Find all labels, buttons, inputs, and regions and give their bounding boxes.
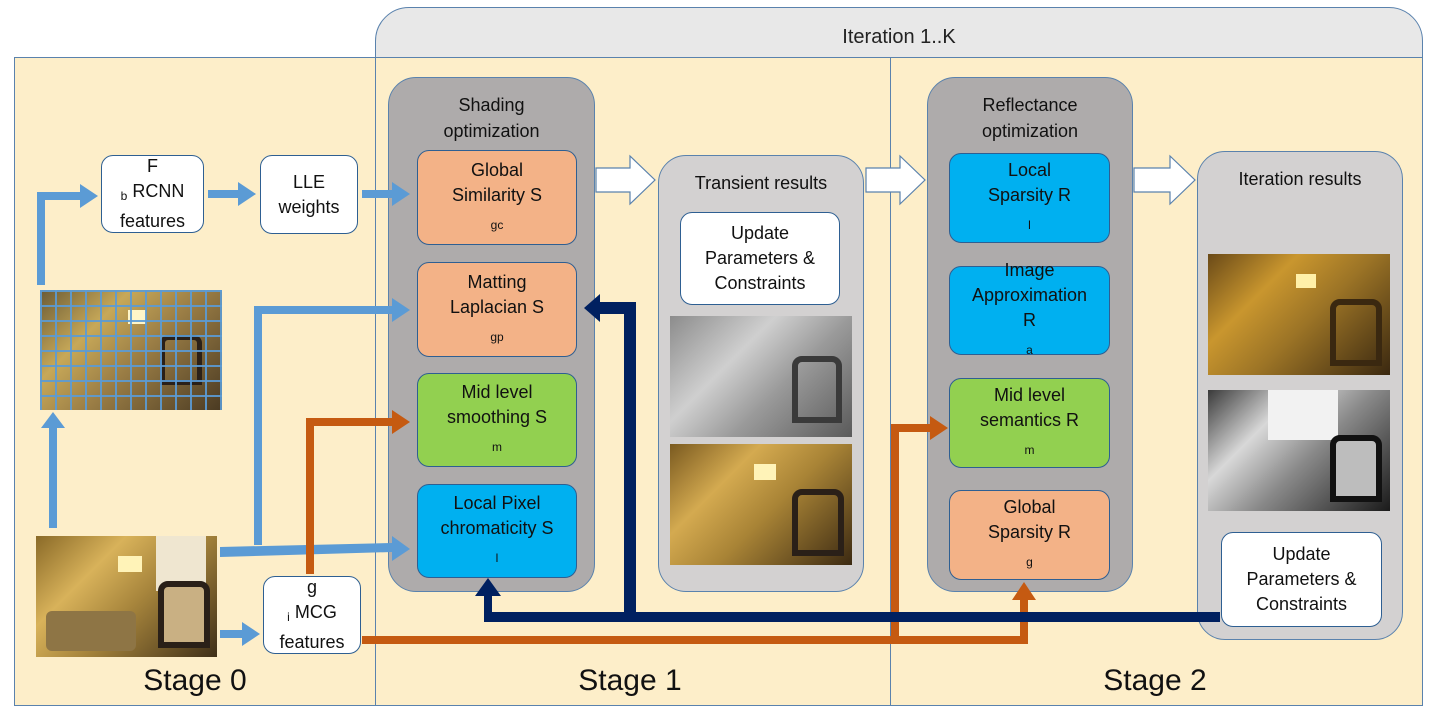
t-update-line1: Update (730, 223, 790, 243)
input-room-photo (36, 536, 217, 657)
midlevel-s-sub: m (492, 440, 502, 454)
localpixel-line1: Local Pixel (453, 493, 541, 513)
window-light (1268, 390, 1338, 440)
iteration-results-title: Iteration results (1238, 169, 1362, 189)
r-image-line1: Image (1004, 260, 1055, 280)
i-update-line3: Constraints (1255, 594, 1348, 614)
r-midlevel-line1: Mid level (993, 385, 1066, 405)
global-line2: Similarity S (451, 184, 542, 205)
global-line1: Global (470, 159, 523, 180)
r-global-line1: Global (1003, 497, 1056, 517)
gi-mcg-features-box: g i MCG features (263, 576, 361, 654)
iteration-shading-photo (1208, 390, 1390, 511)
mid-level-semantics-box: Mid level semantics R m (949, 378, 1110, 468)
lamp-shade (754, 464, 776, 480)
lle-weights-box: LLE weights (260, 155, 358, 234)
chair-shape (158, 581, 210, 648)
r-midlevel-line2: semantics R (979, 410, 1080, 430)
chair-shape (1330, 299, 1382, 366)
i-update-line2: Parameters & (1246, 569, 1357, 589)
lle-line2: weights (278, 196, 340, 217)
local-pixel-chromaticity-box: Local Pixel chromaticity S l (417, 484, 577, 578)
shading-title-line2: optimization (443, 121, 540, 141)
reflectance-title-line1: Reflectance (982, 95, 1078, 115)
mid-level-smoothing-box: Mid level smoothing S m (417, 373, 577, 467)
gi-sub: i (287, 610, 290, 624)
midlevel-s-line1: Mid level (461, 382, 533, 402)
chair-shape (792, 356, 842, 423)
shading-title: Shading optimization (389, 92, 594, 144)
r-local-sub: l (1028, 218, 1031, 232)
r-image-line3: R (1023, 310, 1036, 330)
transient-shading-photo (670, 316, 852, 437)
r-global-sub: g (1026, 555, 1033, 569)
reflectance-title-line2: optimization (981, 121, 1079, 141)
fb-sub: b (120, 189, 128, 203)
localpixel-line2: chromaticity S (440, 518, 554, 538)
r-local-line2: Sparsity R (987, 185, 1072, 205)
global-sub: gc (490, 217, 504, 232)
transient-title: Transient results (694, 173, 828, 193)
iteration-label: Iteration 1..K (842, 26, 956, 48)
stage2-label: Stage 2 (1103, 664, 1207, 697)
t-update-line2: Parameters & (704, 248, 816, 268)
sofa-shape (46, 611, 136, 651)
matting-sub: gp (490, 329, 504, 344)
reflectance-title: Reflectance optimization (928, 92, 1132, 144)
gi-line2: features (279, 632, 345, 652)
t-update-line3: Constraints (714, 273, 806, 293)
r-image-line2: Approximation (971, 285, 1088, 305)
i-update-line1: Update (1272, 544, 1331, 564)
gi-label: g (306, 577, 317, 597)
r-global-line2: Sparsity R (987, 522, 1072, 542)
fb-rest: RCNN (127, 181, 185, 201)
lamp-shade (118, 556, 142, 572)
iteration-reflectance-photo (1208, 254, 1390, 375)
matting-line2: Laplacian S (449, 296, 545, 317)
stage0-label: Stage 0 (143, 664, 247, 697)
localpixel-sub: l (495, 551, 499, 565)
chair-shape (1330, 435, 1382, 502)
grid-room-photo (40, 290, 222, 410)
shading-title-line1: Shading (458, 95, 525, 115)
lamp-shade (1296, 274, 1316, 288)
fb-label: F (146, 156, 158, 176)
r-local-line1: Local (1007, 160, 1052, 180)
midlevel-s-line2: smoothing S (446, 407, 548, 427)
gi-rest: MCG (289, 602, 337, 622)
transient-reflectance-photo (670, 444, 852, 565)
r-midlevel-sub: m (1024, 443, 1035, 457)
chair-shape (792, 489, 844, 556)
r-image-sub: a (1026, 343, 1033, 357)
lle-line1: LLE (292, 171, 326, 192)
grid-overlay (40, 290, 222, 410)
matting-line1: Matting (467, 271, 527, 292)
stage1-label: Stage 1 (578, 664, 682, 697)
fb-line2: features (119, 211, 186, 231)
